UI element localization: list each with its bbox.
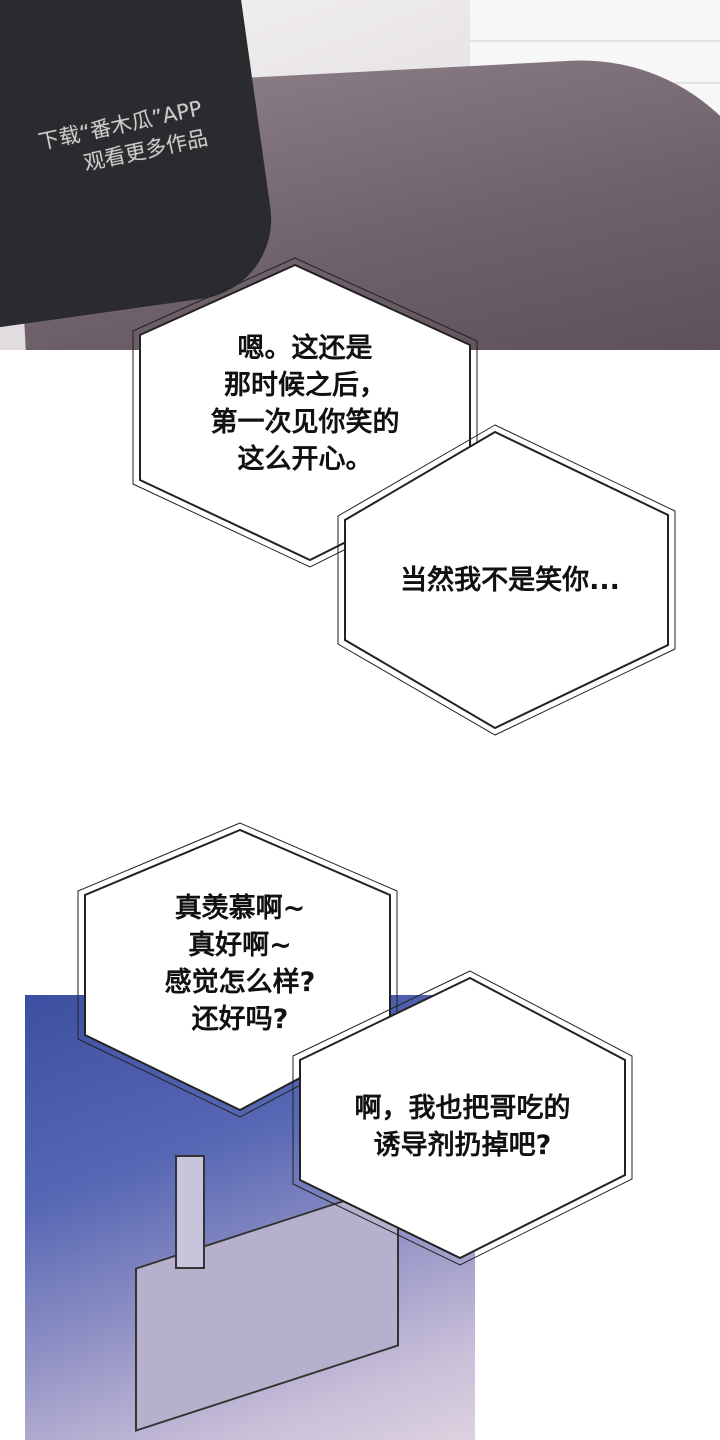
bubble-line: 这么开心。: [237, 444, 373, 475]
speech-bubble-3: 真羡慕啊~ 真好啊~ 感觉怎么样? 还好吗?: [100, 890, 380, 1038]
bubble-2-shape: [344, 430, 669, 730]
bubble-line: 真好啊~: [188, 930, 292, 961]
speech-bubble-2: 当然我不是笑你...: [360, 562, 660, 599]
bubble-line: 诱导剂扔掉吧?: [373, 1130, 552, 1161]
bubble-line: 嗯。这还是: [237, 333, 373, 364]
bubble-line: 第一次见你笑的: [210, 407, 400, 438]
bubble-line: 啊，我也把哥吃的: [354, 1093, 571, 1124]
bubble-line: 还好吗?: [191, 1004, 289, 1035]
bubble-line: 真羡慕啊~: [174, 893, 306, 924]
post: [175, 1155, 205, 1269]
bubble-1-shape: [139, 263, 471, 562]
bubble-3-shape: [84, 828, 391, 1112]
bubble-line: 那时候之后，: [224, 370, 386, 401]
bubble-line: 当然我不是笑你...: [400, 565, 620, 596]
bubble-4-shape: [299, 976, 626, 1260]
speech-bubble-4: 啊，我也把哥吃的 诱导剂扔掉吧?: [310, 1090, 615, 1164]
bubble-line: 感觉怎么样?: [164, 967, 316, 998]
top-comic-panel: 下载“番木瓜”APP 观看更多作品: [0, 0, 720, 350]
speech-bubble-1: 嗯。这还是 那时候之后， 第一次见你笑的 这么开心。: [160, 330, 450, 478]
